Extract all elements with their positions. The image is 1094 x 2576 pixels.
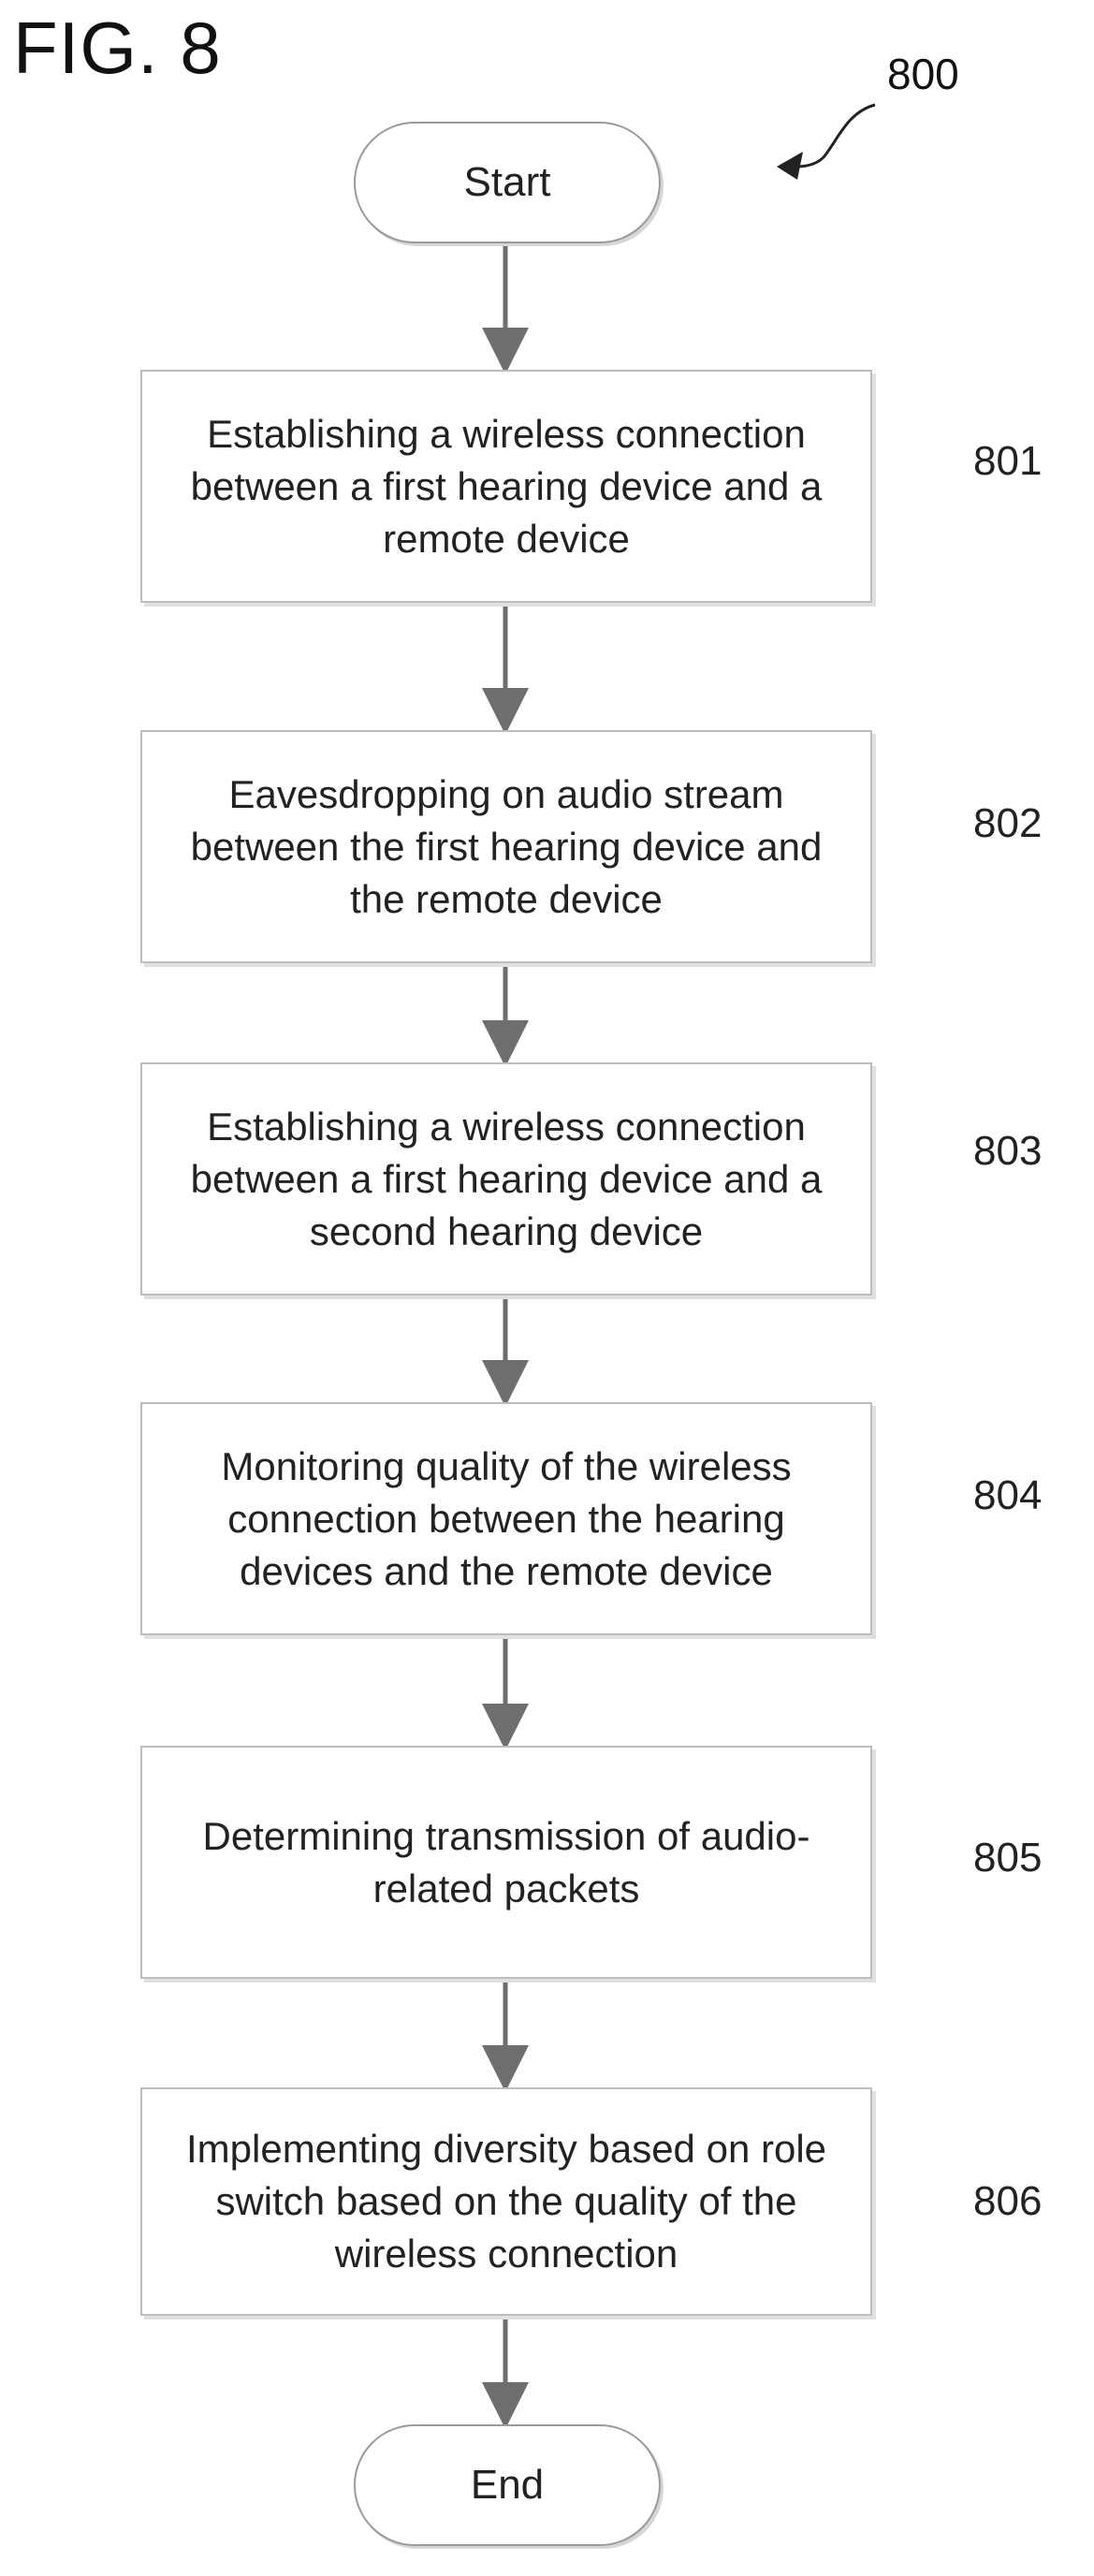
step-box-806: Implementing diversity based on role swi… xyxy=(140,2087,872,2316)
step-ref-802: 802 xyxy=(973,800,1042,847)
step-text-806: Implementing diversity based on role swi… xyxy=(142,2123,870,2280)
step-text-803: Establishing a wireless connection betwe… xyxy=(142,1101,870,1258)
step-box-801: Establishing a wireless connection betwe… xyxy=(140,370,872,603)
step-ref-806: 806 xyxy=(973,2178,1042,2225)
end-terminal: End xyxy=(354,2424,661,2546)
step-box-802: Eavesdropping on audio stream between th… xyxy=(140,730,872,963)
step-text-805: Determining transmission of audio-relate… xyxy=(142,1810,870,1915)
step-ref-803: 803 xyxy=(973,1128,1042,1175)
step-box-805: Determining transmission of audio-relate… xyxy=(140,1746,872,1979)
step-box-804: Monitoring quality of the wireless conne… xyxy=(140,1402,872,1635)
step-text-802: Eavesdropping on audio stream between th… xyxy=(142,768,870,926)
end-label: End xyxy=(471,2462,544,2509)
step-ref-805: 805 xyxy=(973,1835,1042,1881)
step-ref-801: 801 xyxy=(973,438,1042,485)
start-terminal: Start xyxy=(354,122,661,243)
reference-pointer-arrowhead xyxy=(777,152,803,180)
step-box-803: Establishing a wireless connection betwe… xyxy=(140,1062,872,1295)
step-text-801: Establishing a wireless connection betwe… xyxy=(142,408,870,565)
step-text-804: Monitoring quality of the wireless conne… xyxy=(142,1441,870,1598)
step-ref-804: 804 xyxy=(973,1472,1042,1519)
start-label: Start xyxy=(464,159,551,206)
